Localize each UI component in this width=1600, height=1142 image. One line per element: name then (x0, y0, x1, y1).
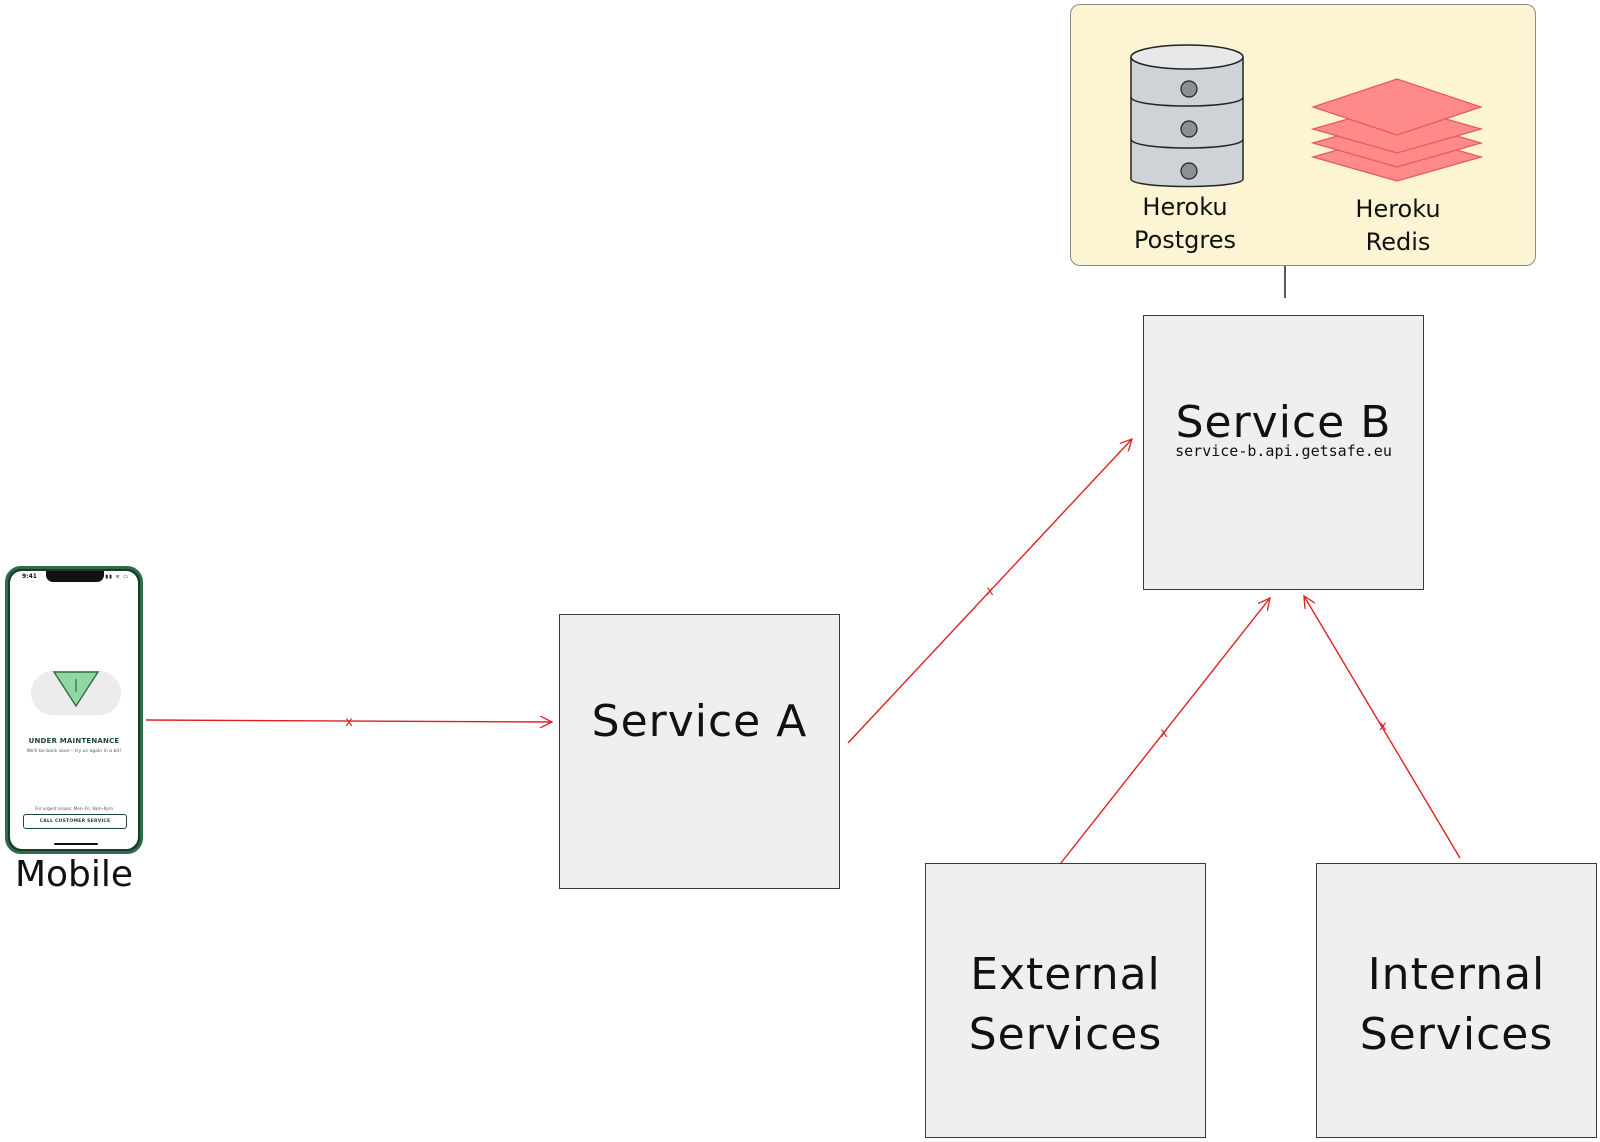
edge-marker-internal-service-b: x (1379, 719, 1387, 734)
edge-marker-external-service-b: x (1160, 726, 1168, 741)
internal-services-line1: Internal (1367, 949, 1546, 1000)
data-stores-group: Heroku Postgres Heroku Redis (1070, 4, 1536, 266)
service-b-host: service-b.api.getsafe.eu (1175, 442, 1392, 460)
edge-internal-to-service-b (1304, 596, 1461, 859)
edge-marker-service-a-service-b: x (986, 584, 994, 599)
urgent-hours-text: For urgent issues: Mon–Fri, 9am–6pm (34, 806, 114, 811)
redis-label-line2: Redis (1365, 228, 1431, 256)
layers-icon (1311, 78, 1483, 182)
internal-services-node: Internal Services (1316, 863, 1597, 1138)
external-services-line2: Services (968, 1009, 1163, 1060)
internal-services-line2: Services (1359, 1009, 1554, 1060)
edge-service-a-to-service-b (847, 439, 1132, 744)
maintenance-title: UNDER MAINTENANCE (28, 737, 120, 745)
mobile-label: Mobile (14, 854, 134, 895)
service-a-node: Service A (559, 614, 840, 889)
postgres-label: Heroku Postgres (1105, 191, 1265, 257)
maintenance-subtitle: We'll be back soon – try us again in a b… (26, 749, 122, 754)
redis-label-line1: Heroku (1355, 195, 1441, 223)
phone-time: 9:41 (22, 573, 37, 580)
service-b-node: Service B service-b.api.getsafe.eu (1143, 315, 1424, 590)
warning-triangle-icon (52, 671, 100, 708)
edge-external-to-service-b (1056, 598, 1270, 869)
phone-notch (46, 571, 104, 582)
postgres-label-line2: Postgres (1133, 226, 1237, 254)
edge-marker-mobile-service-a: x (345, 715, 353, 730)
phone-status-icons: ▮▮ ≋ ▭ (105, 574, 129, 580)
home-indicator (54, 843, 98, 845)
postgres-label-line1: Heroku (1142, 193, 1228, 221)
mobile-phone: 9:41 ▮▮ ≋ ▭ UNDER MAINTENANCE We'll be b… (5, 566, 143, 854)
database-icon (1130, 44, 1244, 188)
call-customer-service-button[interactable]: CALL CUSTOMER SERVICE (23, 814, 127, 829)
service-a-label: Service A (591, 696, 808, 747)
external-services-node: External Services (925, 863, 1206, 1138)
external-services-line1: External (970, 949, 1161, 1000)
redis-label: Heroku Redis (1323, 193, 1473, 259)
service-b-label: Service B (1175, 397, 1392, 448)
phone-screen: 9:41 ▮▮ ≋ ▭ UNDER MAINTENANCE We'll be b… (10, 571, 138, 849)
edge-mobile-to-service-a (145, 720, 552, 722)
